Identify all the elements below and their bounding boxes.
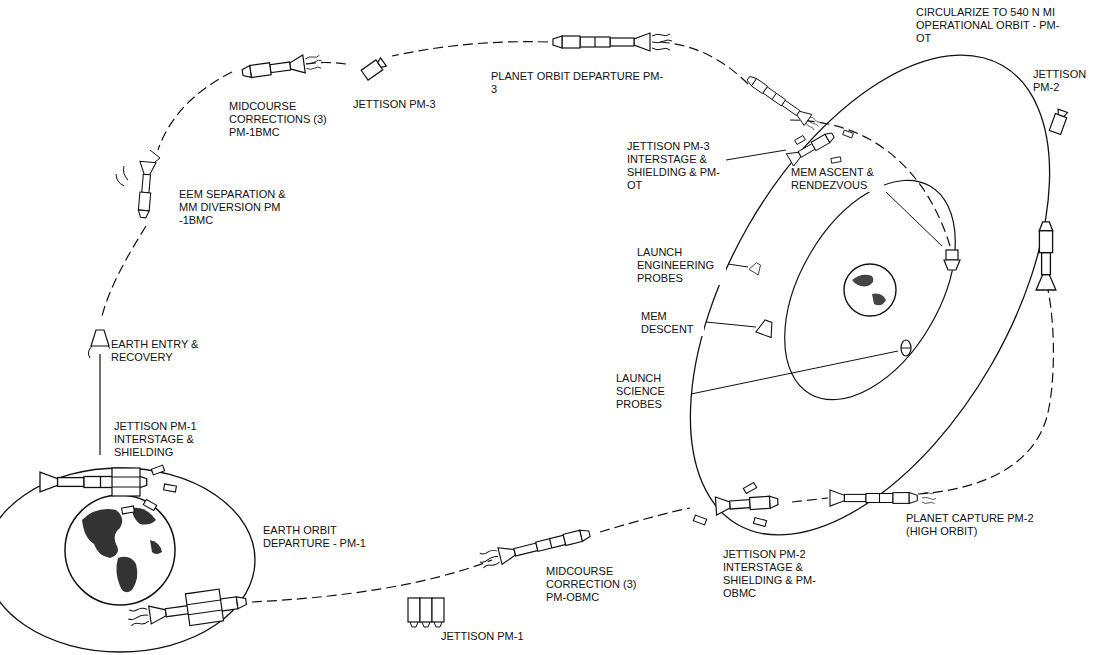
- spacecraft-capture: [830, 490, 936, 506]
- callout-label: PLANET CAPTURE PM-2 (HIGH ORBIT): [905, 512, 1037, 538]
- callout-label: EARTH ENTRY & RECOVERY: [110, 338, 204, 364]
- callout-label: JETTISON PM-2: [1032, 68, 1092, 94]
- spacecraft-midcourse-return: [241, 53, 323, 82]
- spacecraft-earth-orbit: [40, 465, 176, 514]
- callout-label: LAUNCH ENGINEERING PROBES: [636, 246, 726, 285]
- entry-capsule: [88, 330, 111, 358]
- engineering-probe: [749, 261, 763, 275]
- callout-label: JETTISON PM-1 INTERSTAGE & SHIELDING: [113, 420, 215, 459]
- callout-label: JETTISON PM-1: [440, 630, 544, 643]
- mars-globe: [844, 264, 896, 316]
- earth-orbit: [0, 468, 255, 652]
- callout-label: CIRCULARIZE TO 540 N MI OPERATIONAL ORBI…: [915, 6, 1065, 45]
- operational-orbit: [616, 0, 1098, 594]
- parking-orbit: [749, 151, 990, 429]
- entry-path: [99, 354, 100, 455]
- callout-label: JETTISON PM-2 INTERSTAGE & SHIELDING & P…: [722, 548, 824, 600]
- spacecraft-midcourse: [478, 525, 592, 569]
- callout-label: MIDCOURSE CORRECTIONS (3) PM-1BMC: [228, 100, 333, 139]
- callout-label: EEM SEPARATION & MM DIVERSION PM -1BMC: [178, 188, 292, 227]
- spacecraft-eem-separation: [116, 150, 160, 218]
- callout-label: LAUNCH SCIENCE PROBES: [615, 372, 689, 411]
- earth-globe: [65, 495, 175, 605]
- callout-label: EARTH ORBIT DEPARTURE - PM-1: [262, 524, 390, 550]
- jettisoned-tanks: [408, 598, 444, 627]
- spacecraft-jettison-pm3: [786, 129, 853, 166]
- mem-ascent: [944, 250, 960, 270]
- callout-label: MEM DESCENT: [640, 310, 704, 336]
- leader-lines: [691, 150, 942, 394]
- callout-label: JETTISON PM-3 INTERSTAGE & SHIELDING & P…: [626, 140, 724, 192]
- spacecraft-high-orbit: [1036, 222, 1056, 290]
- spacecraft-jettison-pm2: [693, 482, 778, 526]
- callout-label: MEM ASCENT & RENDEZVOUS: [790, 166, 884, 192]
- science-probe: [901, 340, 911, 356]
- return-trajectory: [101, 42, 950, 320]
- callout-label: MIDCOURSE CORRECTION (3) PM-OBMC: [545, 565, 657, 604]
- callout-label: PLANET ORBIT DEPARTURE PM-3: [490, 70, 665, 96]
- mem-descent: [756, 318, 776, 337]
- spacecraft-circularize: [745, 73, 822, 133]
- outbound-trajectory: [252, 290, 1053, 602]
- callout-label: JETTISON PM-3: [352, 98, 452, 111]
- jettisoned-pm3: [361, 57, 387, 80]
- jettisoned-pm2: [1049, 109, 1068, 135]
- spacecraft-planet-departure: [553, 33, 672, 51]
- spacecraft-earth-departure: [126, 586, 248, 634]
